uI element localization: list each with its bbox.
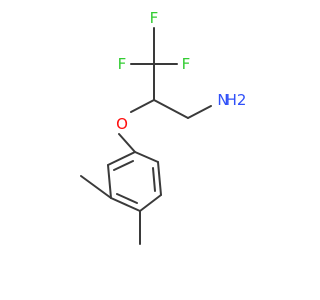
bond-methyl-left [80,175,112,199]
bond-ch-ch2 [153,99,189,119]
bond-o-ring [118,133,136,153]
fluorine-right-label: F [182,55,191,73]
ring-bond-1 [134,151,159,163]
molecule-diagram: F F F O N H2 [80,9,247,245]
ring-double-bond-a [113,160,134,171]
ring-bond-3 [139,194,162,212]
amine-hydrogen-label: H2 [226,91,247,109]
bond-ch2-n [187,105,212,119]
oxygen-label: O [116,115,128,133]
fluorine-left-label: F [118,55,127,73]
bond-ch-o [130,99,155,113]
nitrogen-label: N [217,91,228,109]
ring-bond-5 [107,164,112,199]
ring-bond-2 [157,161,162,196]
ring-double-bond-c [116,193,138,204]
ring-bond-4 [110,197,141,212]
fluorine-top-label: F [150,9,159,27]
ring-bond-6 [107,151,136,166]
ring-double-bond-b [152,167,156,192]
